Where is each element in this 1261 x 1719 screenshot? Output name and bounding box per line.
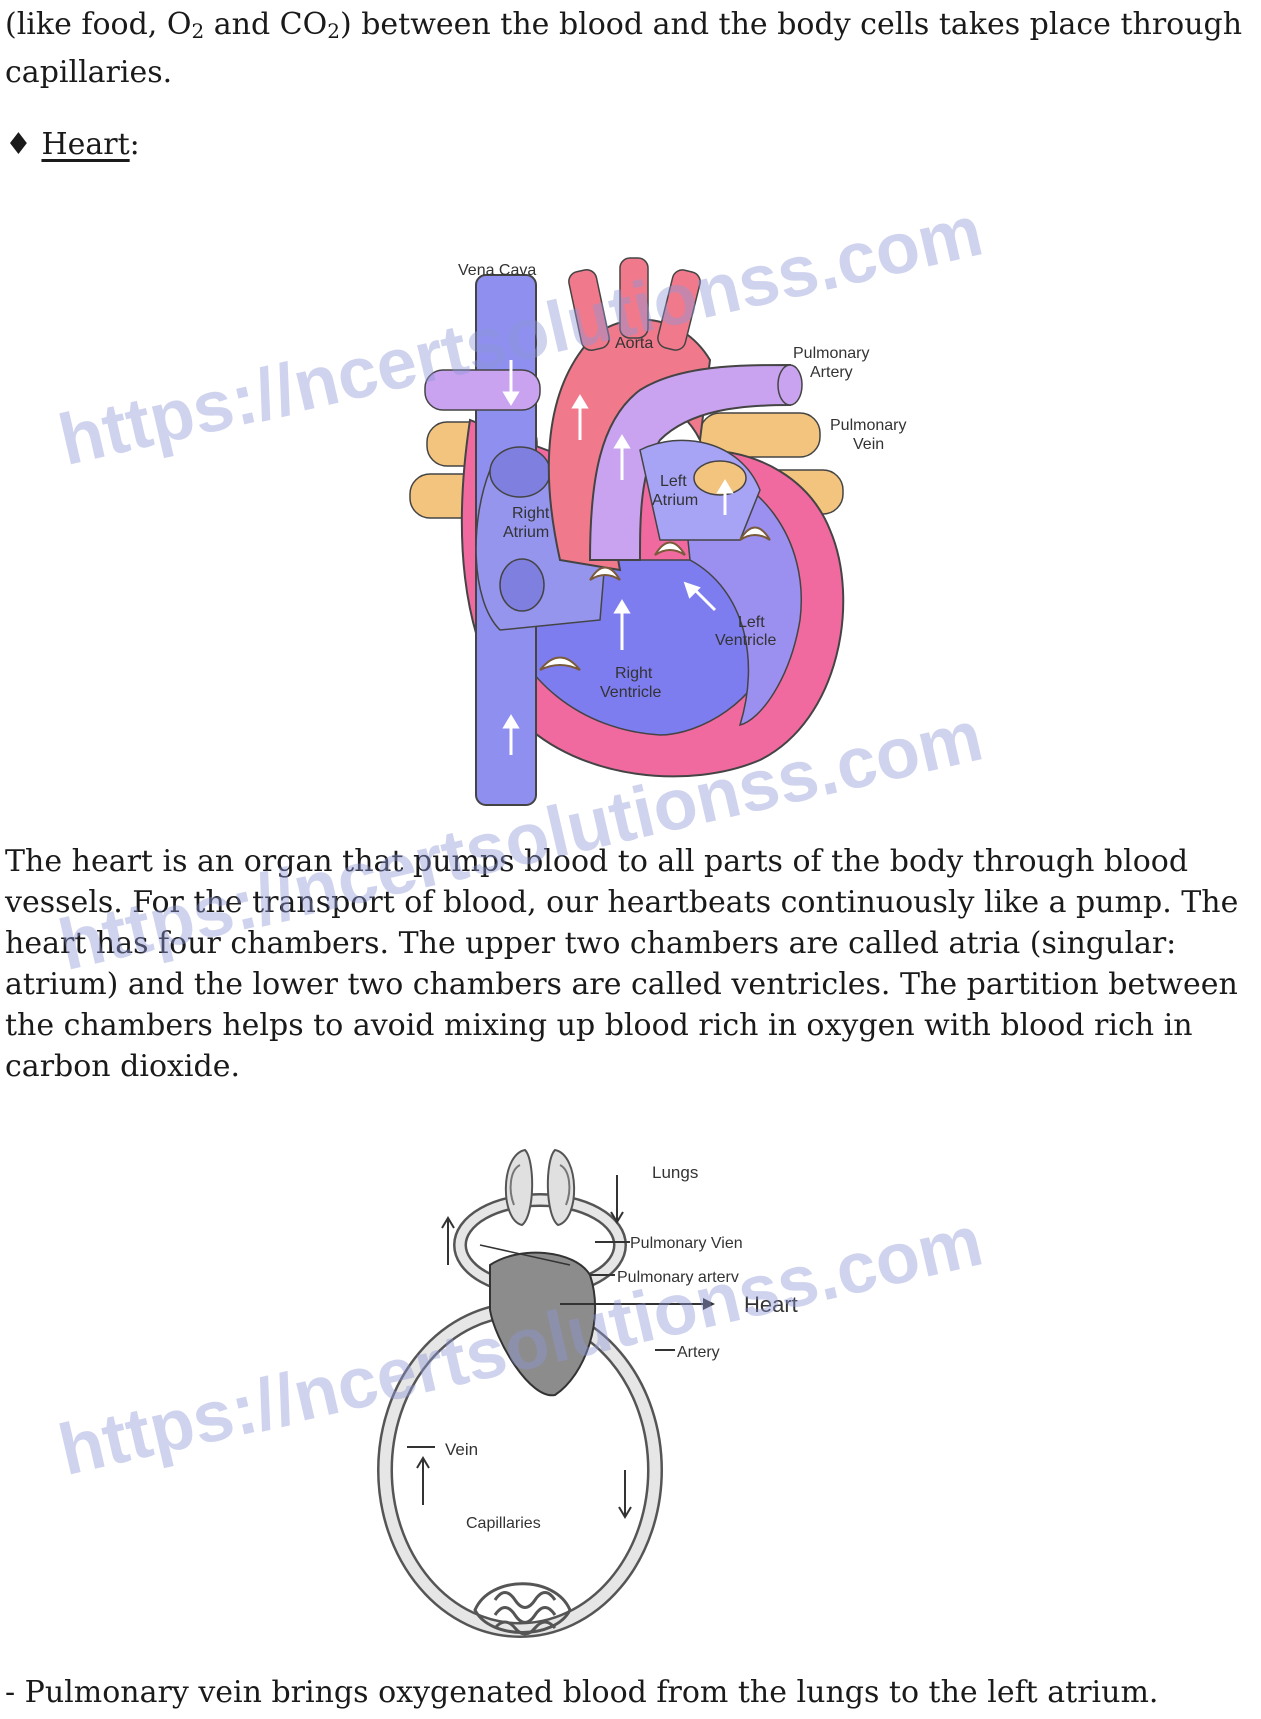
label-pointer-lines — [407, 1241, 705, 1448]
label-right-ventricle-2: Ventricle — [600, 684, 661, 701]
label-pulmonary-vein-1: Pulmonary — [830, 417, 906, 434]
lungs-shape — [504, 1148, 576, 1227]
aortic-branches — [568, 257, 701, 351]
label-left-atrium-2: Atrium — [652, 492, 698, 509]
label-heart: Heart — [744, 1292, 798, 1317]
label-pulmonary-artery-1: Pulmonary — [793, 345, 869, 362]
intro-text-2: and CO — [204, 7, 328, 42]
label-pulmonary-vein: Pulmonary Vien — [630, 1235, 743, 1252]
label-pulmonary-artery: Pulmonary arterv — [617, 1269, 739, 1286]
label-vena-cava: Vena Cava — [458, 262, 536, 279]
pulmonary-vein-sentence: - Pulmonary vein brings oxygenated blood… — [5, 1675, 1159, 1710]
diamond-bullet-icon: ♦ — [5, 127, 32, 162]
intro-paragraph: (like food, O2 and CO2) between the bloo… — [5, 4, 1255, 93]
heading-suffix: : — [129, 127, 140, 162]
intro-text-3: ) between the blood and the body cells t… — [5, 7, 1243, 90]
heart-shape — [489, 1251, 597, 1397]
label-left-ventricle-1: Left — [738, 614, 765, 631]
flow-direction-arrows — [416, 1175, 632, 1519]
label-right-ventricle-1: Right — [615, 665, 653, 682]
label-left-ventricle-2: Ventricle — [715, 632, 776, 649]
label-aorta: Aorta — [615, 335, 653, 352]
circulation-diagram: Lungs Pulmonary Vien Pulmonary arterv He… — [377, 1148, 798, 1638]
label-artery: Artery — [677, 1344, 720, 1361]
heading-title: Heart — [41, 127, 130, 162]
label-right-atrium-2: Atrium — [503, 524, 549, 541]
label-lungs: Lungs — [652, 1163, 698, 1182]
label-pulmonary-vein-2: Vein — [853, 436, 884, 453]
heart-valves — [539, 526, 771, 671]
label-capillaries: Capillaries — [466, 1515, 541, 1532]
label-left-atrium-1: Left — [660, 473, 687, 490]
heart-paragraph: The heart is an organ that pumps blood t… — [5, 844, 1239, 1084]
label-pulmonary-artery-2: Artery — [810, 364, 853, 381]
intro-subscript-1: 2 — [191, 19, 205, 43]
label-vein: Vein — [445, 1440, 478, 1459]
intro-subscript-2: 2 — [327, 19, 340, 43]
heart-diagram: Vena Cava Aorta Pulmonary Artery Pulmona… — [409, 257, 906, 806]
label-right-atrium-1: Right — [512, 505, 550, 522]
capillaries-shape — [473, 1582, 572, 1636]
heart-pointer-arrowhead — [703, 1298, 715, 1310]
blood-flow-arrows — [502, 360, 734, 755]
section-heading-heart: ♦ Heart: — [5, 124, 140, 165]
intro-text-1: (like food, O — [5, 7, 192, 42]
